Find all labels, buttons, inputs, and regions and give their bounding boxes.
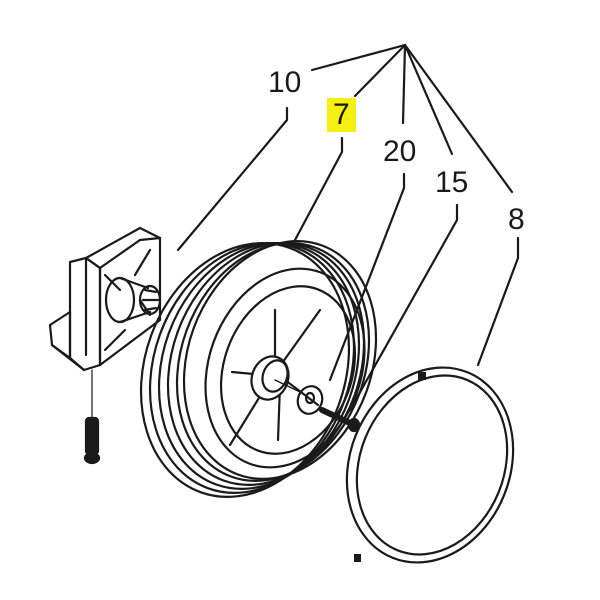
- leader-lines: [176, 43, 520, 412]
- axle-screw-part: [319, 407, 361, 433]
- callout-8: 8: [508, 203, 525, 236]
- callout-10: 10: [268, 66, 302, 99]
- wheel-part: [139, 240, 378, 498]
- bracket-screw: [83, 369, 101, 465]
- hub-cap-ring-part: [345, 366, 515, 564]
- callout-7-highlighted: 7: [327, 98, 356, 132]
- washer-part: [296, 385, 324, 415]
- callout-20: 20: [383, 135, 417, 168]
- callout-15: 15: [435, 166, 469, 199]
- bracket-part: [48, 226, 162, 372]
